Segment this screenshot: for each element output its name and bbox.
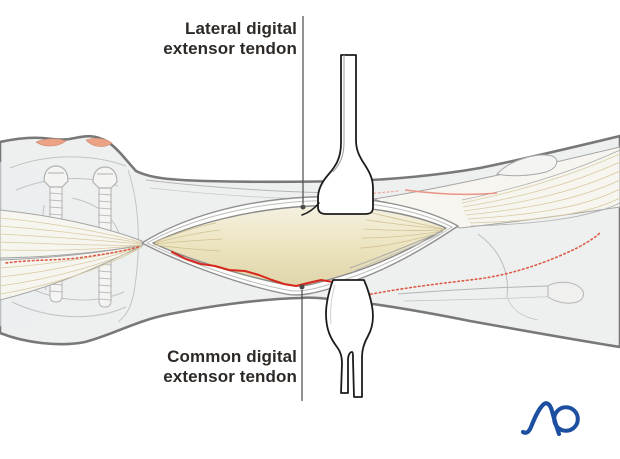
label-line: Lateral digital: [184, 19, 297, 38]
extensor-tendon-band-left-lower: [0, 244, 144, 301]
fracture-line: [171, 251, 345, 287]
leader-line-common: [299, 284, 305, 401]
splint-bone-detail: [397, 233, 585, 321]
skin-incision-opening: [141, 196, 459, 296]
skin-mark-left: [35, 138, 67, 147]
label-line: extensor tendon: [163, 38, 297, 58]
retracted-common-extensor-tendon: [325, 279, 374, 398]
retracted-lateral-extensor-tendon: [301, 54, 374, 216]
extensor-tendon-band-right: [372, 146, 620, 229]
leader-line-lateral: [300, 16, 306, 210]
label-common-digital-extensor-tendon: Common digital extensor tendon: [163, 347, 297, 386]
label-line: Common digital: [167, 347, 297, 366]
label-lateral-digital-extensor-tendon: Lateral digital extensor tendon: [163, 19, 297, 58]
skin-mark-right: [85, 138, 113, 147]
vessel-line: [404, 189, 498, 196]
ao-logo: [520, 401, 580, 437]
extensor-tendon-band-left-upper: [0, 209, 144, 259]
label-line: extensor tendon: [163, 366, 297, 386]
